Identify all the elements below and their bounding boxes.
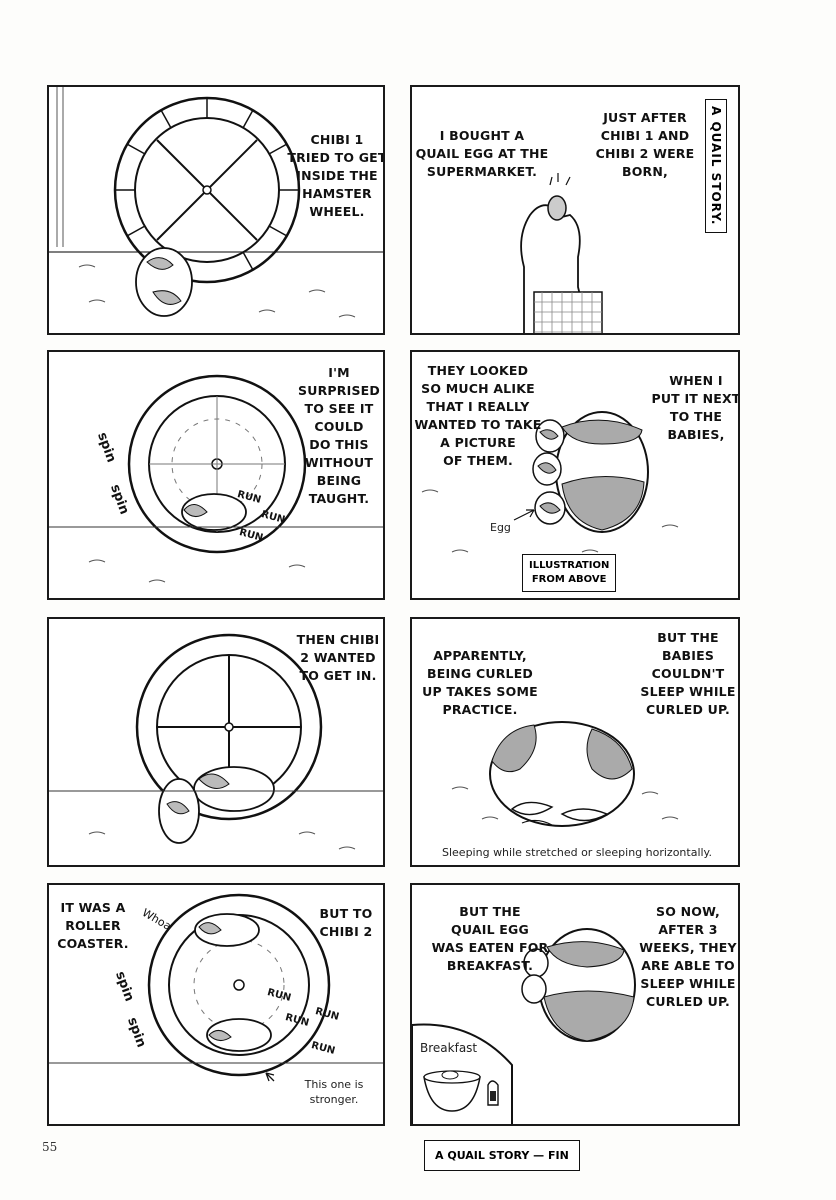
breakfast-illustration	[412, 928, 636, 1124]
panel-right-1-text-left: I BOUGHT A QUAIL EGG AT THE SUPERMARKET.	[415, 128, 549, 179]
panel-right-1-text-right: JUST AFTER CHIBI 1 AND CHIBI 2 WERE BORN…	[595, 110, 695, 179]
roller-coaster-wheel-illustration	[49, 893, 383, 1082]
spinning-wheel-illustration	[49, 374, 383, 583]
panel-left-3: THEN CHIBI 2 WANTED TO GET IN.	[47, 617, 385, 867]
egg-and-babies-illustration	[421, 411, 679, 553]
hand-holding-egg-illustration	[520, 173, 603, 333]
panel-right-2: THEY LOOKED SO MUCH ALIKE THAT I REALLY …	[410, 350, 740, 600]
panel-right-4-text-right: SO NOW, AFTER 3 WEEKS, THEY ARE ABLE TO …	[639, 904, 737, 1009]
panel-left-1-text: CHIBI 1 TRIED TO GET INSIDE THE HAMSTER …	[287, 132, 385, 219]
illustration-from-above-label: ILLUSTRATION FROM ABOVE	[522, 554, 617, 592]
egg-label: Egg	[490, 521, 511, 534]
panel-left-2-text: I'M SURPRISED TO SEE IT COULD DO THIS WI…	[298, 365, 380, 506]
panel-right-3-caption: Sleeping while stretched or sleeping hor…	[442, 846, 712, 859]
panel-left-4-text-right: BUT TO CHIBI 2	[319, 906, 373, 939]
panel-right-1: I BOUGHT A QUAIL EGG AT THE SUPERMARKET.…	[410, 85, 740, 335]
panel-left-3-text: THEN CHIBI 2 WANTED TO GET IN.	[296, 632, 380, 683]
story-title: A QUAIL STORY.	[705, 99, 727, 233]
fin-label: A QUAIL STORY — FIN	[424, 1140, 580, 1171]
panel-right-4-text-left: BUT THE QUAIL EGG WAS EATEN FOR BREAKFAS…	[431, 904, 549, 973]
panel-left-4: IT WAS A ROLLER COASTER. BUT TO CHIBI 2 …	[47, 883, 385, 1126]
panel-left-2: spin spin RUN RUN RUN I'M SURPRISED TO S…	[47, 350, 385, 600]
panel-right-3: APPARENTLY, BEING CURLED UP TAKES SOME P…	[410, 617, 740, 867]
panel-right-2-text-right: WHEN I PUT IT NEXT TO THE BABIES,	[651, 373, 740, 442]
sleeping-hamsters-illustration	[451, 721, 679, 827]
panel-left-1: CHIBI 1 TRIED TO GET INSIDE THE HAMSTER …	[47, 85, 385, 335]
hamster-wheel-two-illustration	[49, 633, 383, 850]
panel-right-2-text-left: THEY LOOKED SO MUCH ALIKE THAT I REALLY …	[414, 363, 542, 468]
panel-left-4-note: This one is stronger.	[304, 1078, 364, 1106]
panel-right-3-text-right: BUT THE BABIES COULDN'T SLEEP WHILE CURL…	[640, 630, 736, 717]
panel-left-4-text-left: IT WAS A ROLLER COASTER.	[57, 900, 129, 951]
panel-right-3-text-left: APPARENTLY, BEING CURLED UP TAKES SOME P…	[422, 648, 538, 717]
panel-right-4: BUT THE QUAIL EGG WAS EATEN FOR BREAKFAS…	[410, 883, 740, 1126]
hamster-wheel-illustration	[49, 87, 383, 318]
page-number: 55	[42, 1140, 58, 1154]
breakfast-label: Breakfast	[420, 1041, 478, 1055]
